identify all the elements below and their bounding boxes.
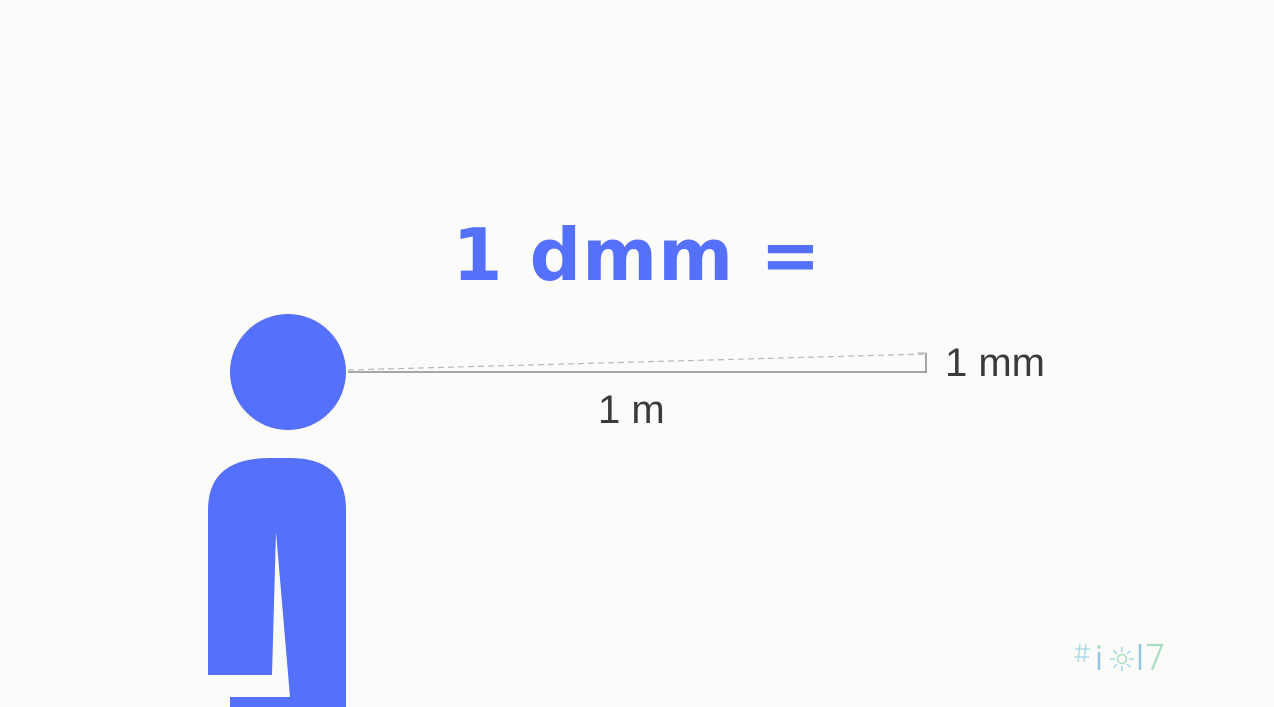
logo-o-burst-icon xyxy=(1110,647,1134,671)
slide-title: 1 dmm = xyxy=(452,213,822,297)
person-head-icon xyxy=(230,314,346,430)
logo-i-icon xyxy=(1097,645,1101,670)
size-label: 1 mm xyxy=(945,341,1045,385)
person-body-icon xyxy=(208,458,346,707)
logo-7-icon xyxy=(1147,643,1164,671)
distance-label: 1 m xyxy=(598,388,665,432)
io17-logo-icon xyxy=(1074,643,1164,671)
logo-hash-icon xyxy=(1074,643,1090,663)
sight-line xyxy=(347,353,927,371)
